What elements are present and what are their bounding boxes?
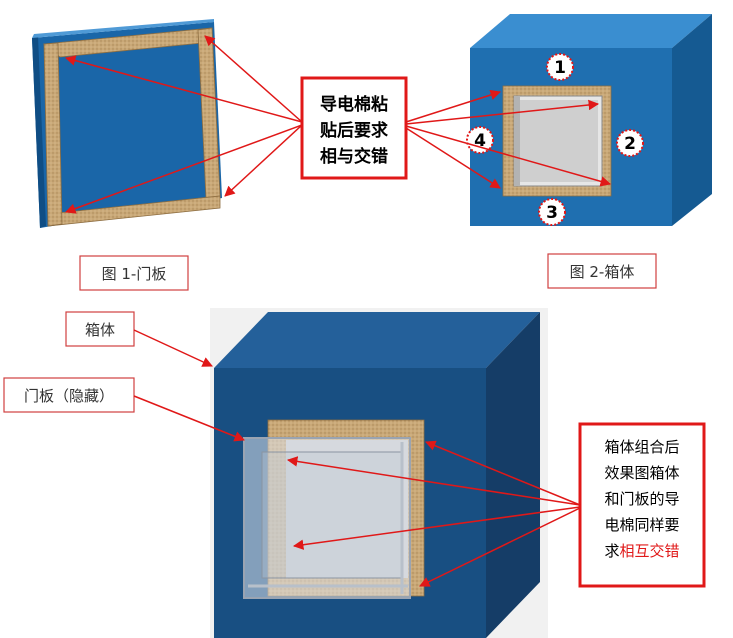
marker-2 [616, 129, 644, 157]
marker-digits: 1 2 3 4 [474, 58, 636, 223]
fig2-caption: 图 2-箱体 [570, 263, 635, 281]
box-label: 箱体 [85, 321, 115, 339]
top-callout-box [300, 76, 408, 180]
marker-1-label: 1 [554, 58, 566, 78]
marker-3 [538, 198, 566, 226]
top-callout-arrows [64, 35, 612, 214]
bottom-callout-text: 箱体组合后 效果图箱体 和门板的导 电棉同样要 求相互交错 [604, 438, 679, 560]
marker-3-label: 3 [546, 203, 558, 223]
bottom-note-line-3: 和门板的导 [604, 490, 679, 508]
label-arrows [133, 329, 245, 442]
marker-2-label: 2 [624, 134, 636, 154]
fig1-caption: 图 1-门板 [102, 265, 167, 283]
top-note-line-1: 导电棉粘 [320, 94, 388, 115]
top-note-line-3: 相与交错 [320, 146, 388, 167]
bottom-note-line-5: 求相互交错 [604, 542, 679, 560]
bottom-note-last-prefix: 求 [604, 542, 619, 560]
bottom-note-line-2: 效果图箱体 [604, 464, 679, 482]
bottom-callout-arrows [286, 440, 581, 587]
marker-4-label: 4 [474, 131, 486, 151]
box-label-box [65, 311, 135, 347]
fig1-caption-box [79, 255, 189, 291]
bottom-note-line-1: 箱体组合后 [604, 438, 679, 456]
fig2-caption-box [547, 253, 657, 289]
door-label-box [3, 377, 135, 413]
box-figure [470, 14, 712, 226]
bottom-note-last-highlight: 相互交错 [620, 542, 680, 560]
door-label: 门板（隐藏） [24, 387, 114, 405]
door-panel-figure [32, 19, 222, 228]
bottom-note-line-4: 电棉同样要 [604, 516, 679, 534]
marker-4 [466, 126, 494, 154]
top-callout-text: 导电棉粘 贴后要求 相与交错 [320, 94, 388, 167]
assembly-figure [210, 308, 548, 638]
top-note-line-2: 贴后要求 [320, 120, 388, 141]
marker-1 [546, 53, 574, 81]
